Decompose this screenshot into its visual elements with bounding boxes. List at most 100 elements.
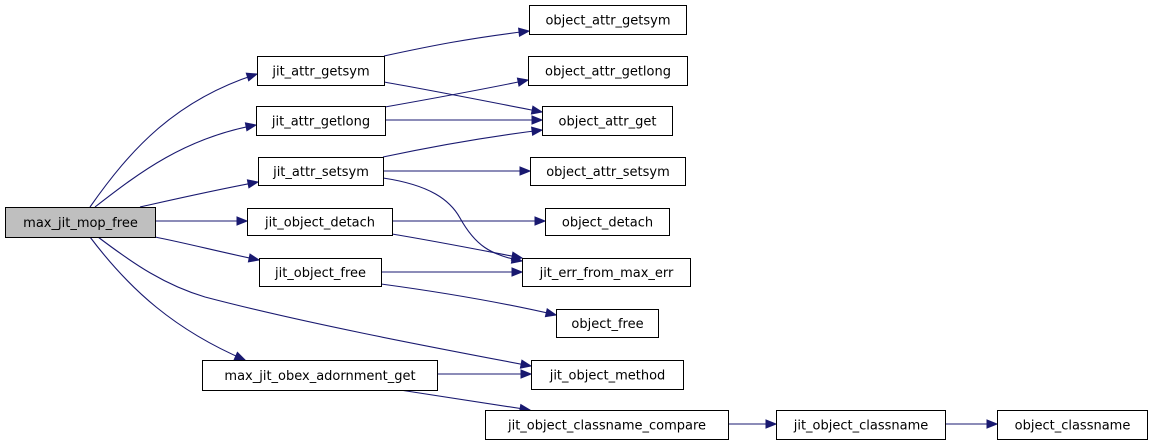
node-label: object_attr_setsym	[546, 165, 670, 180]
node-label: object_detach	[562, 216, 653, 231]
node-max-jit-mop-free[interactable]: max_jit_mop_free	[5, 207, 156, 238]
node-box[interactable]	[522, 258, 691, 287]
edge-jit_object_classname_compare-to-jit_object_classname	[728, 419, 778, 429]
edge-jit_object_free-to-jit_err_from_max_err	[381, 267, 524, 277]
node-label: jit_object_classname_compare	[507, 419, 706, 434]
node-box[interactable]	[485, 410, 729, 440]
node-box[interactable]	[556, 309, 659, 338]
node-box[interactable]	[247, 208, 393, 236]
node-jit-object-method[interactable]: jit_object_method	[531, 360, 684, 390]
arrowhead	[233, 351, 247, 361]
node-label: jit_attr_setsym	[272, 165, 369, 180]
arrowhead	[510, 251, 524, 261]
edge-line	[89, 73, 258, 208]
arrowhead	[518, 27, 531, 37]
edge-line	[94, 124, 257, 208]
arrowhead	[246, 179, 260, 189]
node-box[interactable]	[529, 5, 687, 35]
edge-jit_object_free-to-object_free	[380, 283, 558, 318]
edge-line	[382, 177, 523, 262]
node-label: jit_object_classname	[793, 419, 929, 434]
arrowhead	[531, 126, 544, 136]
node-box[interactable]	[5, 207, 156, 238]
edge-line	[391, 233, 523, 259]
node-object-attr-getlong[interactable]: object_attr_getlong	[528, 56, 688, 86]
node-label: jit_object_free	[274, 266, 366, 281]
arrowhead	[520, 369, 533, 379]
arrowhead	[519, 166, 532, 176]
arrowhead	[530, 105, 544, 115]
edge-line	[383, 81, 543, 113]
node-max-jit-obex-adornment-get[interactable]: max_jit_obex_adornment_get	[202, 360, 438, 391]
arrowhead	[236, 216, 249, 226]
node-label: object_attr_get	[559, 115, 657, 130]
edge-line	[139, 181, 259, 208]
node-label: jit_attr_getlong	[271, 115, 370, 130]
node-jit-err-from-max-err[interactable]: jit_err_from_max_err	[522, 258, 691, 287]
node-box[interactable]	[545, 208, 670, 236]
node-label: object_attr_getlong	[545, 65, 671, 80]
edge-jit_object_detach-to-jit_err_from_max_err	[391, 233, 524, 261]
node-box[interactable]	[257, 56, 385, 86]
node-jit-object-detach[interactable]: jit_object_detach	[247, 208, 393, 236]
arrowhead	[534, 216, 547, 226]
node-box[interactable]	[256, 106, 386, 136]
edge-max_jit_mop_free-to-jit_object_detach	[155, 216, 249, 226]
node-box[interactable]	[258, 157, 384, 186]
edge-jit_attr_getlong-to-object_attr_get	[385, 115, 544, 125]
node-box[interactable]	[542, 106, 673, 136]
node-object-attr-getsym[interactable]: object_attr_getsym	[529, 5, 687, 35]
node-object-classname[interactable]: object_classname	[997, 410, 1148, 440]
node-jit-attr-setsym[interactable]: jit_attr_setsym	[258, 157, 384, 186]
edge-max_jit_obex_adornment_get-to-jit_object_method	[437, 369, 533, 379]
node-box[interactable]	[528, 56, 688, 86]
node-label: object_free	[571, 317, 643, 332]
node-label: jit_object_detach	[264, 216, 375, 231]
edge-line	[89, 236, 246, 361]
edge-line	[383, 30, 530, 57]
arrowhead	[765, 419, 778, 429]
arrowhead	[986, 419, 999, 429]
node-label: jit_attr_getsym	[271, 65, 369, 80]
edge-jit_attr_setsym-to-object_attr_get	[382, 126, 544, 158]
edge-max_jit_mop_free-to-max_jit_obex_adornment_get	[89, 236, 247, 361]
edge-line	[382, 129, 543, 158]
node-box[interactable]	[259, 258, 382, 287]
arrowhead	[244, 122, 258, 132]
node-object-attr-setsym[interactable]: object_attr_setsym	[530, 157, 686, 186]
edge-jit_attr_setsym-to-object_attr_setsym	[383, 166, 532, 176]
node-object-attr-get[interactable]: object_attr_get	[542, 106, 673, 136]
edge-jit_attr_getsym-to-object_attr_getsym	[383, 27, 531, 57]
arrowhead	[519, 359, 533, 369]
edge-line	[384, 79, 529, 108]
arrowhead	[531, 115, 544, 125]
edge-max_jit_mop_free-to-jit_object_method	[97, 236, 533, 369]
edge-max_jit_mop_free-to-jit_object_free	[154, 236, 261, 263]
node-jit-object-free[interactable]: jit_object_free	[259, 258, 382, 287]
edge-max_jit_mop_free-to-jit_attr_setsym	[139, 179, 260, 208]
edge-line	[399, 389, 531, 411]
node-jit-object-classname-compare[interactable]: jit_object_classname_compare	[485, 410, 729, 440]
node-label: jit_err_from_max_err	[539, 266, 674, 281]
node-object-free[interactable]: object_free	[556, 309, 659, 338]
node-box[interactable]	[531, 360, 684, 390]
edge-jit_attr_getsym-to-object_attr_get	[383, 81, 544, 115]
arrowhead	[516, 77, 530, 87]
node-box[interactable]	[997, 410, 1148, 440]
arrowhead	[544, 307, 558, 318]
node-box[interactable]	[530, 157, 686, 186]
node-jit-attr-getlong[interactable]: jit_attr_getlong	[256, 106, 386, 136]
node-box[interactable]	[776, 410, 946, 440]
arrowhead	[247, 253, 261, 263]
edge-max_jit_mop_free-to-jit_attr_getlong	[94, 122, 258, 208]
arrowhead	[511, 267, 524, 277]
node-jit-attr-getsym[interactable]: jit_attr_getsym	[257, 56, 385, 86]
node-jit-object-classname[interactable]: jit_object_classname	[776, 410, 946, 440]
node-object-detach[interactable]: object_detach	[545, 208, 670, 236]
edge-line	[154, 236, 260, 261]
node-label: max_jit_obex_adornment_get	[224, 369, 415, 384]
node-label: object_attr_getsym	[545, 14, 670, 29]
node-box[interactable]	[202, 360, 438, 391]
node-label: jit_object_method	[549, 369, 666, 384]
